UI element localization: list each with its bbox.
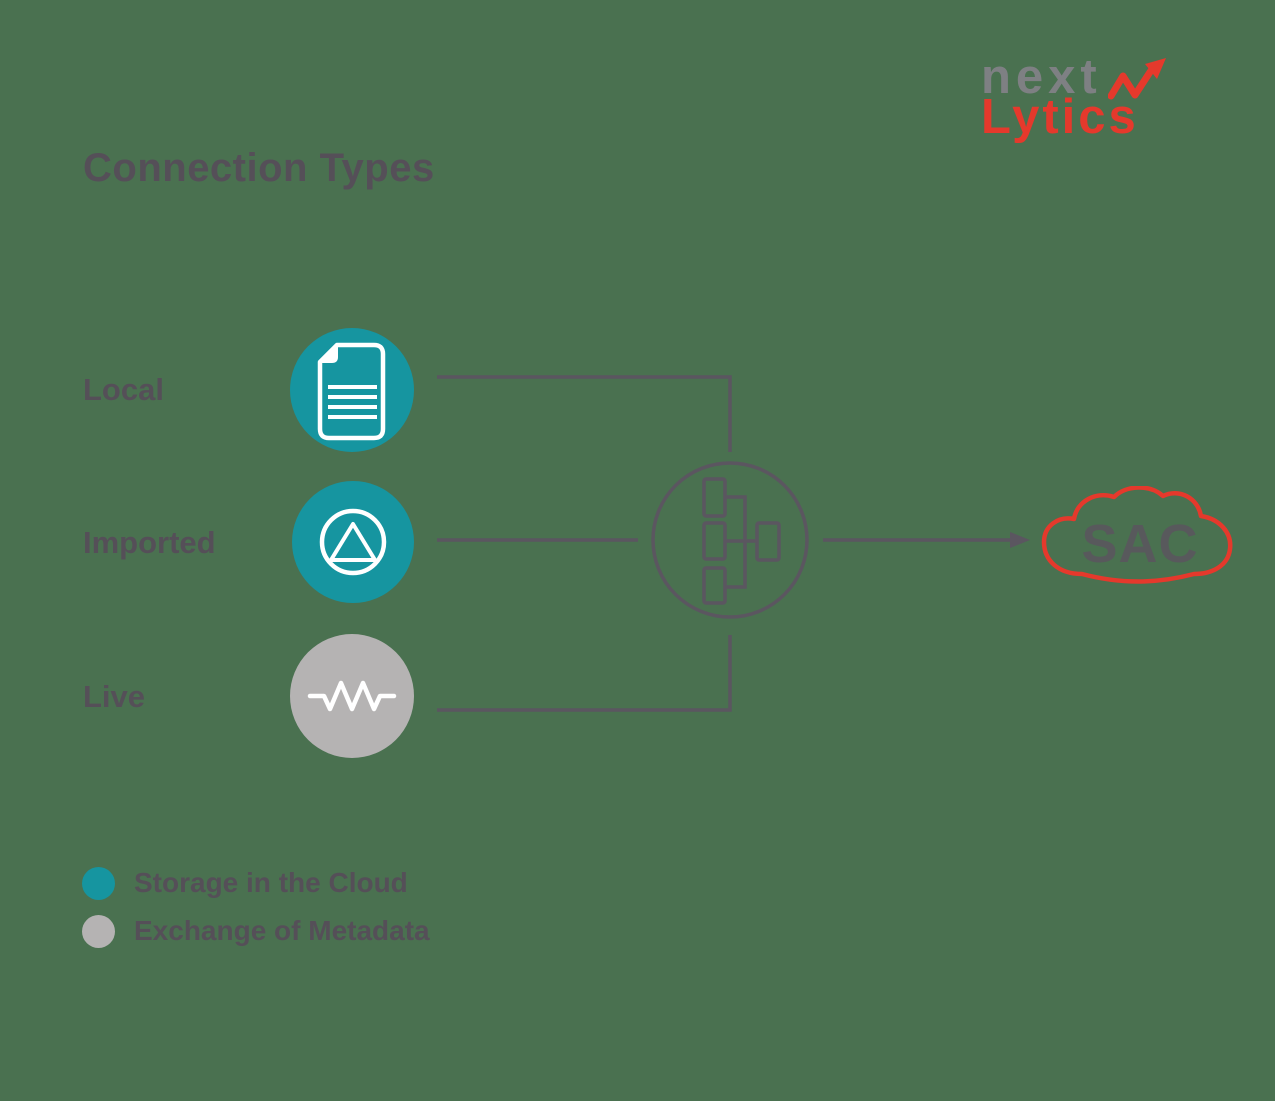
label-live: Live	[83, 679, 146, 714]
connector-live-line	[437, 635, 732, 712]
circle-triangle-icon	[292, 481, 414, 603]
legend-label-metadata: Exchange of Metadata	[134, 915, 430, 946]
growth-arrow-icon	[1107, 58, 1166, 100]
integration-hub-icon	[651, 461, 809, 619]
logo-text-lytics: Lytics	[981, 90, 1139, 144]
legend-dot-teal-icon	[82, 866, 115, 900]
signal-zigzag-icon	[290, 634, 414, 758]
logo-text-next: next	[981, 50, 1102, 104]
legend: Storage in the Cloud Exchange of Metadat…	[82, 866, 430, 948]
document-icon	[290, 328, 414, 452]
page-title: Connection Types	[83, 146, 435, 190]
legend-item-metadata: Exchange of Metadata	[82, 914, 430, 948]
legend-item-storage: Storage in the Cloud	[82, 866, 430, 900]
label-local: Local	[83, 372, 164, 407]
connector-local-line	[437, 375, 732, 452]
label-imported: Imported	[83, 525, 216, 560]
sac-cloud-icon	[1041, 486, 1233, 584]
arrowhead-icon	[1010, 532, 1030, 548]
cloud-label: SAC	[1081, 514, 1199, 574]
legend-dot-gray-icon	[82, 914, 115, 948]
legend-label-storage: Storage in the Cloud	[134, 867, 408, 898]
nextlytics-logo: next Lytics	[981, 50, 1221, 144]
